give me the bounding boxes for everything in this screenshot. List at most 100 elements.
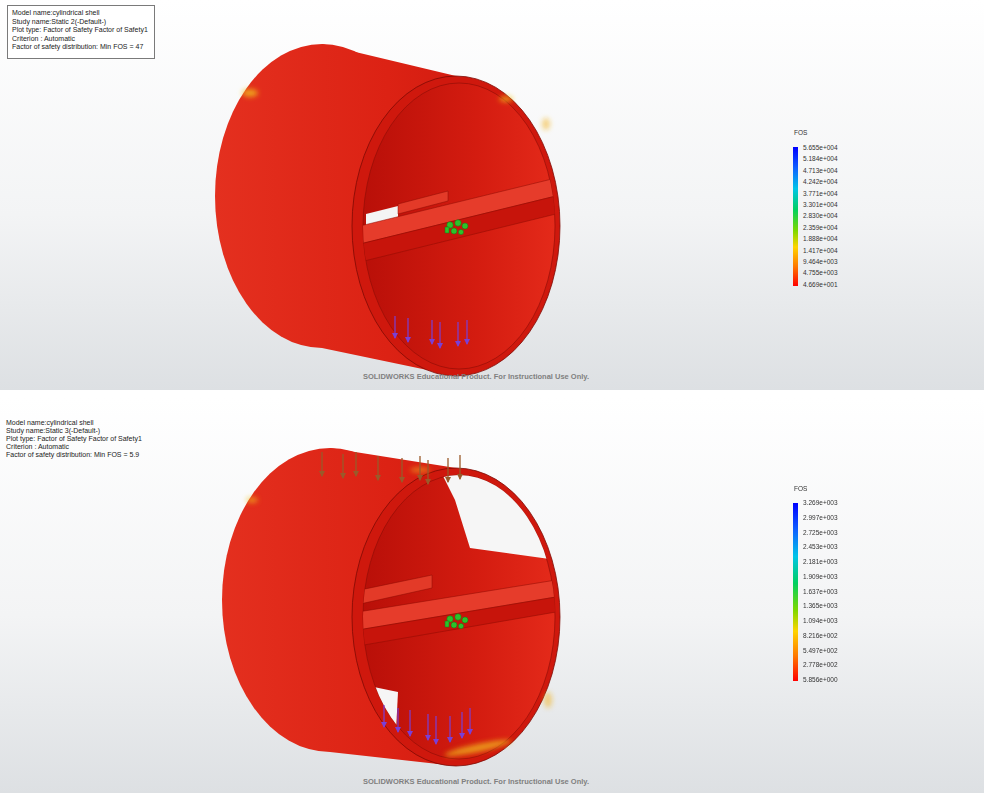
watermark: SOLIDWORKS Educational Product. For Inst… — [363, 373, 589, 381]
viewport-background — [0, 398, 984, 793]
load-arrow — [383, 705, 384, 727]
legend-value: 5.655e+004 — [803, 144, 838, 152]
study-info-line: Model name:cylindrical shell — [6, 419, 94, 427]
load-arrow — [394, 316, 395, 338]
cutout-window — [350, 682, 398, 770]
fixture-symbol — [462, 223, 468, 229]
fixture-symbol — [445, 614, 468, 629]
legend-value: 5.856e+000 — [803, 676, 838, 684]
fixture-symbol — [458, 623, 463, 628]
legend-value: 4.713e+004 — [803, 167, 838, 175]
beam-front-face — [360, 196, 556, 262]
legend-value: 1.909e+003 — [803, 573, 838, 581]
legend-value: 4.242e+004 — [803, 178, 838, 186]
load-arrow — [342, 454, 343, 478]
legend-value: 5.497e+002 — [803, 647, 838, 655]
legend-value: 5.184e+004 — [803, 155, 838, 163]
fixture-symbol — [455, 614, 461, 620]
cutout-window — [440, 470, 600, 566]
study-info-line: Criterion : Automatic — [6, 443, 69, 451]
load-arrows — [384, 705, 470, 744]
bottom-plot — [0, 398, 984, 793]
load-arrow — [409, 710, 410, 736]
watermark: SOLIDWORKS Educational Product. For Inst… — [363, 778, 589, 786]
load-arrow — [397, 708, 398, 732]
viewport-background — [0, 0, 984, 390]
load-arrows — [395, 316, 467, 348]
study-info-line: Plot type: Factor of Safety Factor of Sa… — [12, 26, 150, 35]
load-arrow — [457, 322, 458, 346]
legend-value: 2.830e+004 — [803, 212, 838, 220]
study-info-line: Study name:Static 3(-Default-) — [6, 427, 100, 435]
load-arrow — [321, 452, 322, 476]
internal-structure — [360, 178, 556, 262]
legend-value: 3.269e+003 — [803, 499, 838, 507]
legend-value: 2.725e+003 — [803, 529, 838, 537]
fixture-symbol — [445, 220, 468, 235]
study-info-line: Criterion : Automatic — [12, 35, 150, 44]
study-info-line: Model name:cylindrical shell — [12, 9, 150, 18]
legend-value: 1.365e+003 — [803, 602, 838, 610]
top-plot — [0, 0, 984, 390]
study-info-box: Model name:cylindrical shellStudy name:S… — [7, 5, 155, 59]
load-arrow — [427, 714, 428, 740]
fixture-symbol — [451, 622, 457, 628]
rear-beam — [360, 575, 432, 604]
legend-value: 4.669e+001 — [803, 281, 838, 289]
fixture-symbol — [445, 621, 449, 627]
hotspot — [444, 737, 512, 759]
cylinder-body — [222, 448, 560, 766]
study-info-line: Study name:Static 2(-Default-) — [12, 18, 150, 27]
fixture-symbol — [445, 227, 449, 233]
study-info-line: Factor of safety distribution: Min FOS =… — [12, 43, 150, 52]
legend-value: 4.755e+003 — [803, 269, 838, 277]
cylinder-body — [215, 44, 560, 376]
legend-value: 3.301e+004 — [803, 201, 838, 209]
legend-title: FOS — [794, 129, 807, 137]
legend-value: 3.771e+004 — [803, 190, 838, 198]
legend-value: 2.997e+003 — [803, 514, 838, 522]
legend-value: 9.464e+003 — [803, 258, 838, 266]
legend-value: 1.888e+004 — [803, 235, 838, 243]
load-arrow — [355, 452, 356, 476]
fixture-symbol — [451, 228, 457, 234]
legend-value: 2.778e+002 — [803, 661, 838, 669]
load-arrow — [435, 716, 436, 744]
hotspot — [242, 89, 258, 97]
legend-value: 2.453e+003 — [803, 543, 838, 551]
hotspot — [246, 497, 258, 503]
load-arrow — [461, 712, 462, 738]
study-info-line: Factor of safety distribution: Min FOS =… — [6, 451, 139, 459]
hotspot — [542, 118, 550, 130]
load-arrow — [431, 320, 432, 344]
cylinder-rim — [352, 76, 560, 376]
beam-front-face — [358, 597, 556, 646]
top-load-arrows — [322, 452, 460, 484]
load-arrow — [449, 716, 450, 742]
study-info-line: Plot type: Factor of Safety Factor of Sa… — [6, 435, 142, 443]
hotspots — [246, 468, 552, 759]
load-arrow — [459, 455, 460, 479]
fixture-symbol — [455, 220, 461, 226]
color-scale-bar — [793, 503, 798, 681]
legend-value: 8.216e+002 — [803, 632, 838, 640]
load-arrow — [419, 456, 420, 480]
load-arrow — [377, 456, 378, 480]
legend-value: 1.637e+003 — [803, 588, 838, 596]
legend-value: 2.359e+004 — [803, 224, 838, 232]
load-arrow — [407, 318, 408, 342]
hotspot — [544, 692, 552, 708]
legend-value: 2.181e+003 — [803, 558, 838, 566]
hotspots — [242, 89, 550, 130]
color-scale-bar — [793, 147, 798, 286]
legend-title: FOS — [794, 485, 807, 493]
load-arrow — [469, 708, 470, 734]
cylinder-rim — [352, 468, 560, 766]
internal-structure — [350, 470, 600, 770]
load-arrow — [427, 460, 428, 484]
legend-value: 1.417e+004 — [803, 247, 838, 255]
legend-value: 1.094e+003 — [803, 617, 838, 625]
load-arrow — [447, 458, 448, 482]
